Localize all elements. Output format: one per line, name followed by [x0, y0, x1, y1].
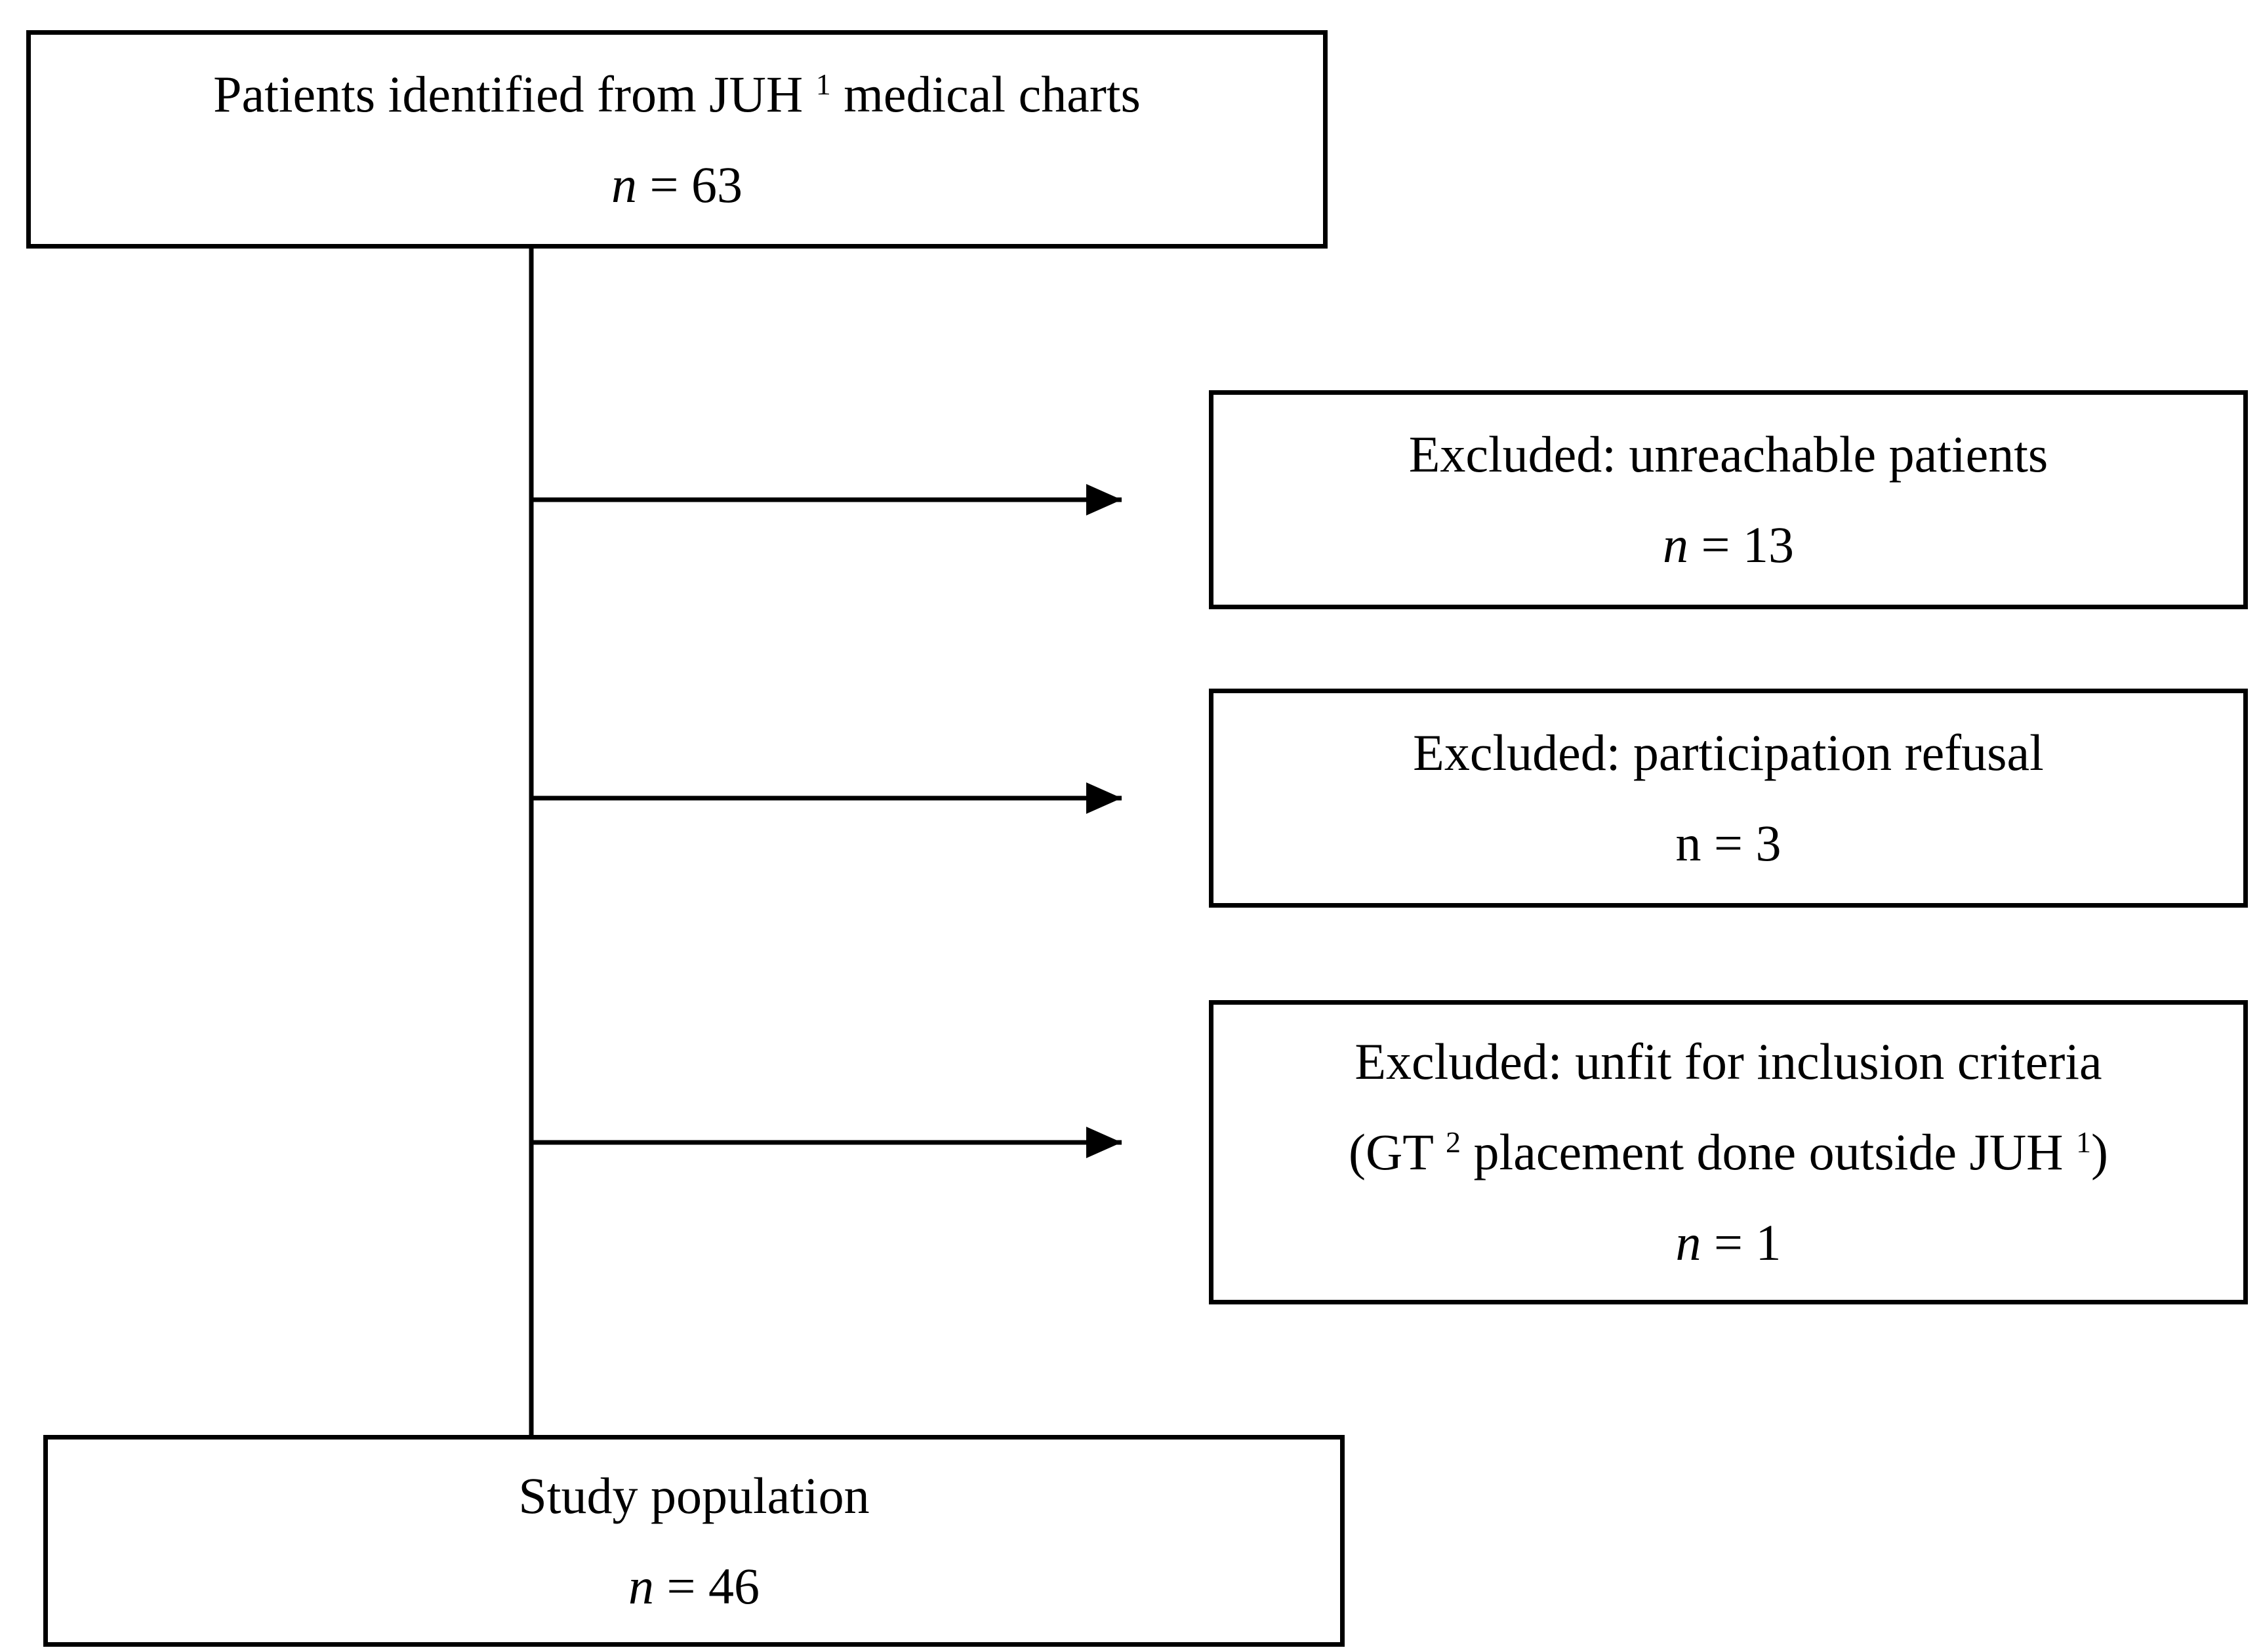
study-population-count: n = 46: [628, 1541, 760, 1632]
excluded-refusal-count: n = 3: [1675, 815, 1782, 872]
footnote-marker: 2: [1446, 1125, 1461, 1159]
n-variable: n: [611, 155, 637, 213]
footnote-marker: 1: [815, 67, 831, 101]
n-variable: n: [1675, 1214, 1701, 1271]
detail-text-end: ): [2091, 1123, 2108, 1180]
excluded-refusal-title: Excluded: participation refusal: [1413, 724, 2044, 781]
count-value: = 46: [666, 1557, 760, 1615]
excluded-unfit-detail: (GT 2 placement done outside JUH 1): [1349, 1107, 2108, 1198]
count-value: = 13: [1701, 516, 1795, 573]
n-variable: n: [628, 1557, 654, 1615]
excluded-unreachable-count: n = 13: [1663, 500, 1794, 590]
count-value: = 1: [1714, 1214, 1782, 1271]
source-count: n = 63: [611, 140, 743, 230]
detail-text-start: (GT: [1349, 1123, 1433, 1180]
source-title: Patients identified from JUH 1 medical c…: [213, 49, 1141, 140]
excluded-unfit-title: Excluded: unfit for inclusion criteria: [1355, 1033, 2102, 1090]
source-patients-box: Patients identified from JUH 1 medical c…: [26, 30, 1328, 249]
excluded-unfit-box: Excluded: unfit for inclusion criteria (…: [1209, 1000, 2248, 1304]
study-population-title: Study population: [518, 1466, 870, 1524]
footnote-marker: 1: [2076, 1125, 2091, 1159]
excluded-refusal-box: Excluded: participation refusal n = 3: [1209, 689, 2248, 908]
n-variable: n: [1663, 516, 1688, 573]
source-title-text-end: medical charts: [844, 65, 1141, 123]
detail-text-middle: placement done outside JUH: [1473, 1123, 2064, 1180]
source-title-text: Patients identified from JUH: [213, 65, 804, 123]
excluded-unreachable-title: Excluded: unreachable patients: [1408, 426, 2048, 483]
count-value: = 63: [649, 155, 743, 213]
study-population-box: Study population n = 46: [43, 1435, 1345, 1647]
excluded-unfit-count: n = 1: [1676, 1198, 1782, 1288]
excluded-unreachable-box: Excluded: unreachable patients n = 13: [1209, 390, 2248, 609]
